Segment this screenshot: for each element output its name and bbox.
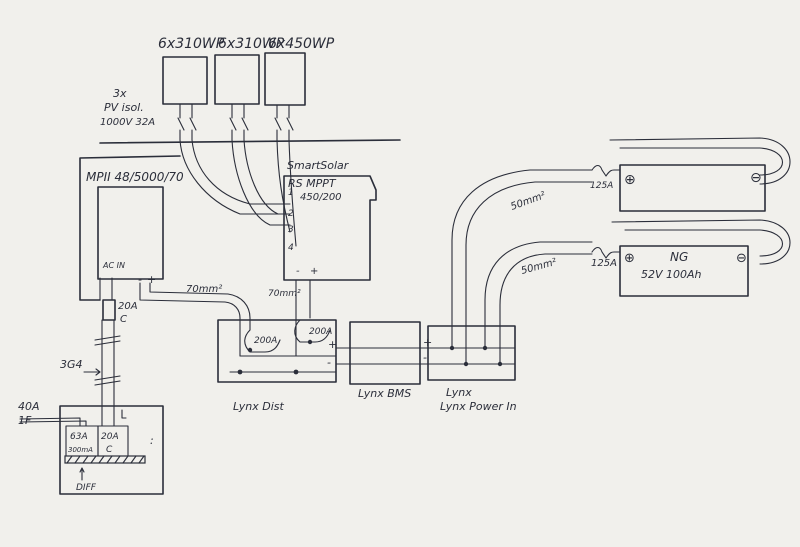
battery2-brand: NG — [670, 250, 688, 264]
ac-in-breaker: 20A C — [99, 277, 138, 325]
mppt-input-2: 2 — [288, 209, 294, 219]
mppt-charger: SmartSolar RS MPPT 450/200 1 2 3 4 - + — [283, 159, 377, 281]
lynx-bms-label: Lynx BMS — [358, 387, 411, 400]
inverter-name: MPII 48/5000/70 — [86, 170, 184, 184]
diff-label: DIFF — [76, 483, 97, 493]
ac-in-fuse-type: C — [120, 314, 127, 325]
grid-box-marker: : — [150, 434, 154, 447]
ac-breaker: 20A — [101, 432, 119, 442]
pv-array-1: 6x310WP — [158, 36, 225, 105]
battery-2: 125A ⊕ ⊖ NG 52V 100Ah — [591, 245, 749, 297]
battery1-cable-size: 50mm² — [509, 190, 547, 213]
ac-in-label: AC IN — [102, 261, 125, 270]
pv-array-2: 6x310WP — [214, 36, 285, 105]
mppt-name-3: 450/200 — [300, 192, 342, 203]
ac-cable-size: 3G4 — [60, 358, 83, 371]
pv-array-1-label: 6x310WP — [158, 36, 225, 52]
battery2-pos-terminal: ⊕ — [624, 251, 635, 266]
grid-distribution-box: : 40A 1F 63A 300mA 20A C DIFF — [18, 400, 164, 495]
mppt-name-1: SmartSolar — [287, 159, 350, 172]
power-in-label: Lynx — [446, 386, 472, 399]
multiplus-inverter: MPII 48/5000/70 AC IN - + — [79, 155, 184, 301]
ac-in-fuse: 20A — [118, 301, 138, 312]
ac-breaker-type: C — [106, 445, 113, 455]
battery2-cable-size: 50mm² — [520, 257, 558, 277]
battery1-neg-terminal: ⊖ — [750, 170, 762, 186]
mppt-dc-size: 70mm² — [268, 289, 301, 299]
power-in-plus: + — [423, 336, 432, 349]
isolator-type: PV isol. — [104, 101, 144, 114]
main-breaker: 63A — [70, 432, 88, 442]
battery2-neg-terminal: ⊖ — [736, 251, 747, 266]
dist-fuse-1: 200A — [254, 336, 277, 346]
pv-array-3: 6x450WP — [264, 36, 335, 106]
lynx-dist-label: Lynx Dist — [233, 400, 284, 413]
battery2-spec: 52V 100Ah — [641, 268, 702, 281]
dist-minus: - — [327, 356, 331, 369]
inverter-plus: + — [147, 273, 156, 286]
pv-array-2-label: 6x310WP — [218, 36, 285, 52]
inverter-dc-cable: 70mm² — [139, 282, 251, 357]
main-breaker-rcd: 300mA — [68, 446, 93, 454]
battery2-fuse: 125A — [591, 258, 617, 269]
mppt-dc-cable: 70mm² — [268, 279, 311, 357]
power-in-minus: - — [423, 351, 427, 364]
roof-line — [99, 139, 401, 144]
mppt-name-2: RS MPPT — [288, 177, 337, 190]
mppt-input-3: 3 — [288, 225, 294, 235]
inverter-dc-size: 70mm² — [186, 284, 222, 295]
battery-1: 125A ⊕ ⊖ — [590, 164, 766, 212]
battery1-pos-terminal: ⊕ — [624, 172, 636, 188]
mppt-plus: + — [310, 266, 318, 277]
lynx-power-in-label: Lynx Power In — [440, 400, 517, 413]
isolator-qty: 3x — [113, 87, 127, 100]
battery-cables: 50mm² 50mm² — [451, 137, 791, 365]
pv-array-3-label: 6x450WP — [268, 36, 335, 52]
grid-supply-phase: 1F — [18, 414, 32, 427]
lynx-bms: Lynx BMS — [335, 321, 421, 400]
dist-plus: + — [328, 338, 337, 351]
battery1-fuse: 125A — [590, 181, 613, 191]
mppt-minus: - — [296, 266, 300, 277]
inverter-minus: - — [138, 273, 142, 286]
dist-fuse-2: 200A — [309, 327, 332, 337]
ac-cable: 3G4 — [60, 319, 121, 411]
lynx-power-in: + - Lynx Lynx Power In — [419, 325, 517, 413]
mppt-input-4: 4 — [288, 243, 294, 253]
isolator-rating: 1000V 32A — [100, 117, 155, 128]
pv-isolators — [177, 103, 294, 141]
grid-supply-rating: 40A — [18, 400, 40, 413]
lynx-distributor: 200A 200A + - Lynx Dist — [217, 319, 337, 413]
mppt-input-1: 1 — [288, 188, 294, 198]
pv-leads — [179, 139, 297, 247]
